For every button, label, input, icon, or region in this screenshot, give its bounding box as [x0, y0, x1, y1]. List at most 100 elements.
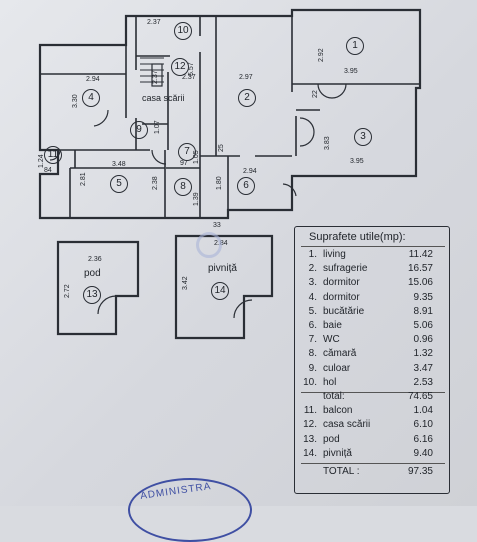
official-stamp: ADMINISTRA	[128, 478, 252, 542]
areas-table-row-value: 5.06	[413, 320, 433, 331]
areas-table-row: 14. pivniță 9.40	[299, 448, 445, 462]
room-number-marker: 14	[211, 282, 229, 300]
areas-table-row-value: 3.47	[413, 362, 433, 374]
areas-table-row-value: 74.65	[407, 391, 433, 402]
areas-table-row-value: 1.04	[413, 405, 433, 417]
areas-table-row-name: pivniță	[323, 447, 352, 459]
areas-table-row-value: 9.35	[413, 291, 433, 303]
areas-table-row-value: 97.35	[407, 466, 433, 477]
areas-table-row-name: dormitor	[323, 291, 360, 303]
divider	[301, 246, 445, 247]
room-number-marker: 6	[237, 177, 255, 195]
stairs-label: casa scării	[142, 93, 185, 103]
areas-table-row: 13. pod 6.16	[299, 434, 445, 448]
cellar-door	[233, 299, 253, 319]
areas-table-row: 12. casa scării 6.10	[299, 419, 445, 433]
dim-label: 2.37	[152, 70, 159, 84]
dim-label: 22	[312, 90, 319, 98]
dim-label: 1.80	[216, 176, 223, 190]
areas-table-row-number: 6.	[308, 320, 317, 331]
areas-table-row-value: 2.53	[413, 376, 433, 388]
areas-table-row-number: 8.	[308, 348, 317, 360]
areas-table-row-number: 5.	[308, 305, 317, 317]
dim-label: 2.38	[152, 176, 159, 190]
areas-table-row: 2. sufragerie 16.57	[299, 263, 445, 277]
dim-label: 3.95	[350, 158, 364, 165]
areas-table-row-number: 12.	[303, 419, 317, 431]
areas-table-row: 11. balcon 1.04	[299, 405, 445, 419]
areas-table-row-value: 1.32	[413, 348, 433, 360]
stair-landing	[151, 63, 163, 87]
dim-label: 2.37	[147, 19, 161, 26]
room-number-marker: 11	[44, 146, 62, 164]
areas-table-row: TOTAL :97.35	[299, 466, 445, 480]
areas-table-row-value: 9.40	[413, 447, 433, 459]
areas-table-row-name: total:	[323, 391, 345, 402]
dim-label: 2.36	[88, 256, 102, 263]
attic-door	[97, 295, 117, 315]
dim-label: 3.42	[182, 276, 189, 290]
room-number-marker: 13	[83, 286, 101, 304]
areas-table-row-number: 11.	[303, 405, 317, 417]
room-number-marker: 1	[346, 37, 364, 55]
dim-label: 2.72	[64, 284, 71, 298]
room-number-marker: 4	[82, 89, 100, 107]
areas-table-row-number: 14.	[303, 447, 317, 459]
dim-label: 3.95	[344, 68, 358, 75]
areas-table-row-value: 15.06	[407, 277, 433, 289]
areas-table-row-number: 13.	[303, 433, 317, 445]
areas-table-row-name: sufragerie	[323, 263, 368, 275]
dim-label: 2.81	[80, 172, 87, 186]
areas-table-row-value: 6.10	[413, 419, 433, 431]
areas-table-row-value: 6.16	[413, 433, 433, 445]
room-number-marker: 7	[178, 143, 196, 161]
areas-table-row-name: bucătărie	[323, 305, 365, 317]
areas-table-row-name: dormitor	[323, 277, 360, 289]
floor-plan-drawing	[38, 8, 422, 340]
areas-table-title: Suprafete utile(mp):	[309, 231, 406, 243]
areas-table-row-name: balcon	[323, 405, 353, 417]
areas-table-row-value: 16.57	[407, 263, 433, 275]
areas-table-row-name: WC	[323, 334, 340, 346]
areas-table-row-number: 10.	[303, 376, 317, 388]
areas-table-row-number: 2.	[308, 263, 317, 275]
room-number-marker: 9	[130, 121, 148, 139]
areas-table-row: 4. dormitor 9.35	[299, 292, 445, 306]
areas-table-row: total: 74.65	[299, 391, 445, 405]
dim-label: 1.07	[154, 120, 161, 134]
room-number-marker: 5	[110, 175, 128, 193]
dim-label: 3.30	[72, 94, 79, 108]
areas-table-row-value: 8.91	[413, 305, 433, 317]
divider	[301, 392, 445, 393]
dim-label: 97	[180, 160, 188, 167]
areas-table-row-name: baie	[323, 320, 342, 331]
dim-label: 33	[213, 222, 221, 229]
room-number-marker: 10	[174, 22, 192, 40]
dim-label: 2.92	[318, 48, 325, 62]
dim-label: 2.97	[239, 74, 253, 81]
areas-table-row-name: pod	[323, 433, 340, 445]
cellar-label: pivniță	[208, 263, 237, 274]
dim-label: 1.39	[193, 192, 200, 206]
watermark-logo	[196, 232, 222, 258]
dim-label: 2.94	[243, 168, 257, 175]
stamp-text: ADMINISTRA	[139, 481, 213, 502]
door-arcs	[49, 83, 347, 197]
areas-table-row-name: casa scării	[323, 419, 371, 431]
areas-table-row: 5. bucătărie 8.91	[299, 306, 445, 320]
cellar-outline	[174, 234, 274, 340]
dim-label: 2.94	[86, 76, 100, 83]
areas-table-row-value: 11.42	[408, 249, 433, 260]
dim-label: 3.48	[112, 161, 126, 168]
areas-table-row: 6. baie 5.06	[299, 320, 445, 334]
areas-table-row-number: 4.	[308, 291, 317, 303]
areas-table-row-name: living	[323, 249, 346, 260]
areas-table-row-number: 9.	[308, 362, 317, 374]
